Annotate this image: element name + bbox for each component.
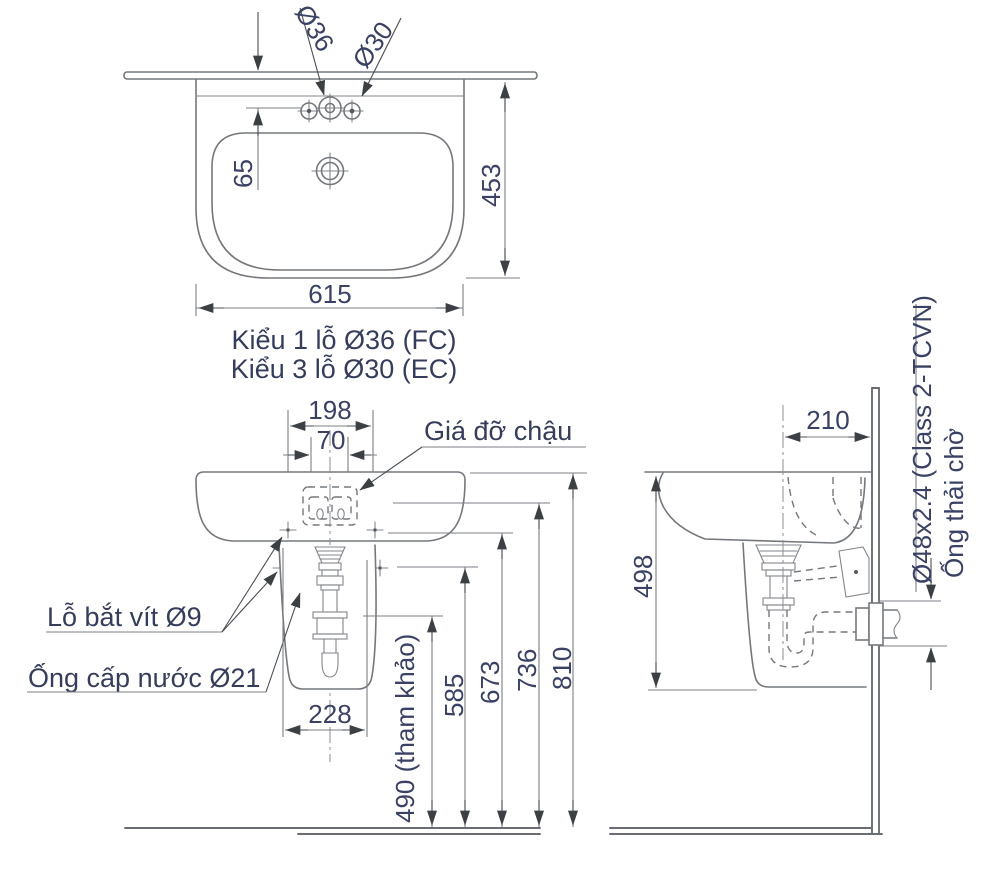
basin-side-outline — [657, 472, 866, 544]
trap-plumbing-side — [755, 544, 802, 611]
screw-leader-arrow-2 — [221, 571, 278, 633]
bowl-outline — [211, 132, 454, 271]
front-view: 198 70 Giá đỡ chậu — [27, 395, 587, 835]
drain-symbol — [311, 152, 349, 190]
dim65-label: 65 — [228, 159, 258, 188]
screw-label: Lỗ bắt vít Ø9 — [47, 601, 202, 632]
hidden-bowl-dashed — [787, 476, 862, 538]
overflow-fitting — [838, 546, 870, 598]
pedestal-side-outline — [742, 542, 867, 688]
hole30-leader-arrow — [361, 17, 402, 97]
waiting-drain-outlet — [855, 602, 901, 646]
wall-counter-bar — [123, 71, 538, 80]
dim210-label: 210 — [806, 405, 849, 435]
dim498-label: 498 — [628, 555, 658, 598]
top-view: Ø36 Ø30 65 453 615 Kiểu 1 lỗ Ø36 (FC) Ki… — [123, 0, 538, 384]
hole36-label: Ø36 — [289, 0, 340, 57]
bracket-label: Giá đỡ chậu — [424, 416, 572, 446]
faucet-hole-left — [297, 99, 321, 123]
drain-pipe-label: Ø48x2.4 (Class 2-TCVN) — [907, 295, 937, 584]
height-dimensions: 490 (tham khảo) 585 673 736 810 — [363, 472, 587, 827]
faucet-hole-center — [315, 93, 345, 123]
dim615-label: 615 — [308, 279, 351, 309]
side-view: 210 498 Ø48x2.4 (Class 2-TCVN) Ống thải … — [609, 295, 969, 835]
dim585-label: 585 — [439, 674, 469, 717]
caption-line1: Kiểu 1 lỗ Ø36 (FC) — [231, 324, 456, 355]
outlet-label: Ống thải chờ — [939, 428, 969, 578]
faucet-hole-right — [340, 99, 364, 123]
dim736-label: 736 — [512, 649, 542, 692]
bracket-leader-arrow — [359, 446, 423, 491]
supply-label: Ống cấp nước Ø21 — [28, 661, 260, 693]
hole36-leader-arrow — [299, 7, 325, 96]
drain-plumbing-front — [312, 546, 348, 678]
dim673-label: 673 — [475, 661, 505, 704]
dim228-label: 228 — [308, 699, 351, 729]
dim453-label: 453 — [476, 164, 506, 207]
pedestal-front-outline — [278, 544, 377, 690]
dim810-label: 810 — [547, 647, 577, 690]
caption-line2: Kiểu 3 lỗ Ø30 (EC) — [231, 353, 458, 384]
dim70-label: 70 — [317, 425, 346, 455]
p-trap-dashed — [768, 565, 856, 668]
dim198-label: 198 — [308, 395, 351, 425]
dim490-label: 490 (tham khảo) — [390, 634, 420, 823]
screw-leader-arrow-1 — [221, 536, 283, 633]
hole30-label: Ø30 — [346, 16, 399, 73]
